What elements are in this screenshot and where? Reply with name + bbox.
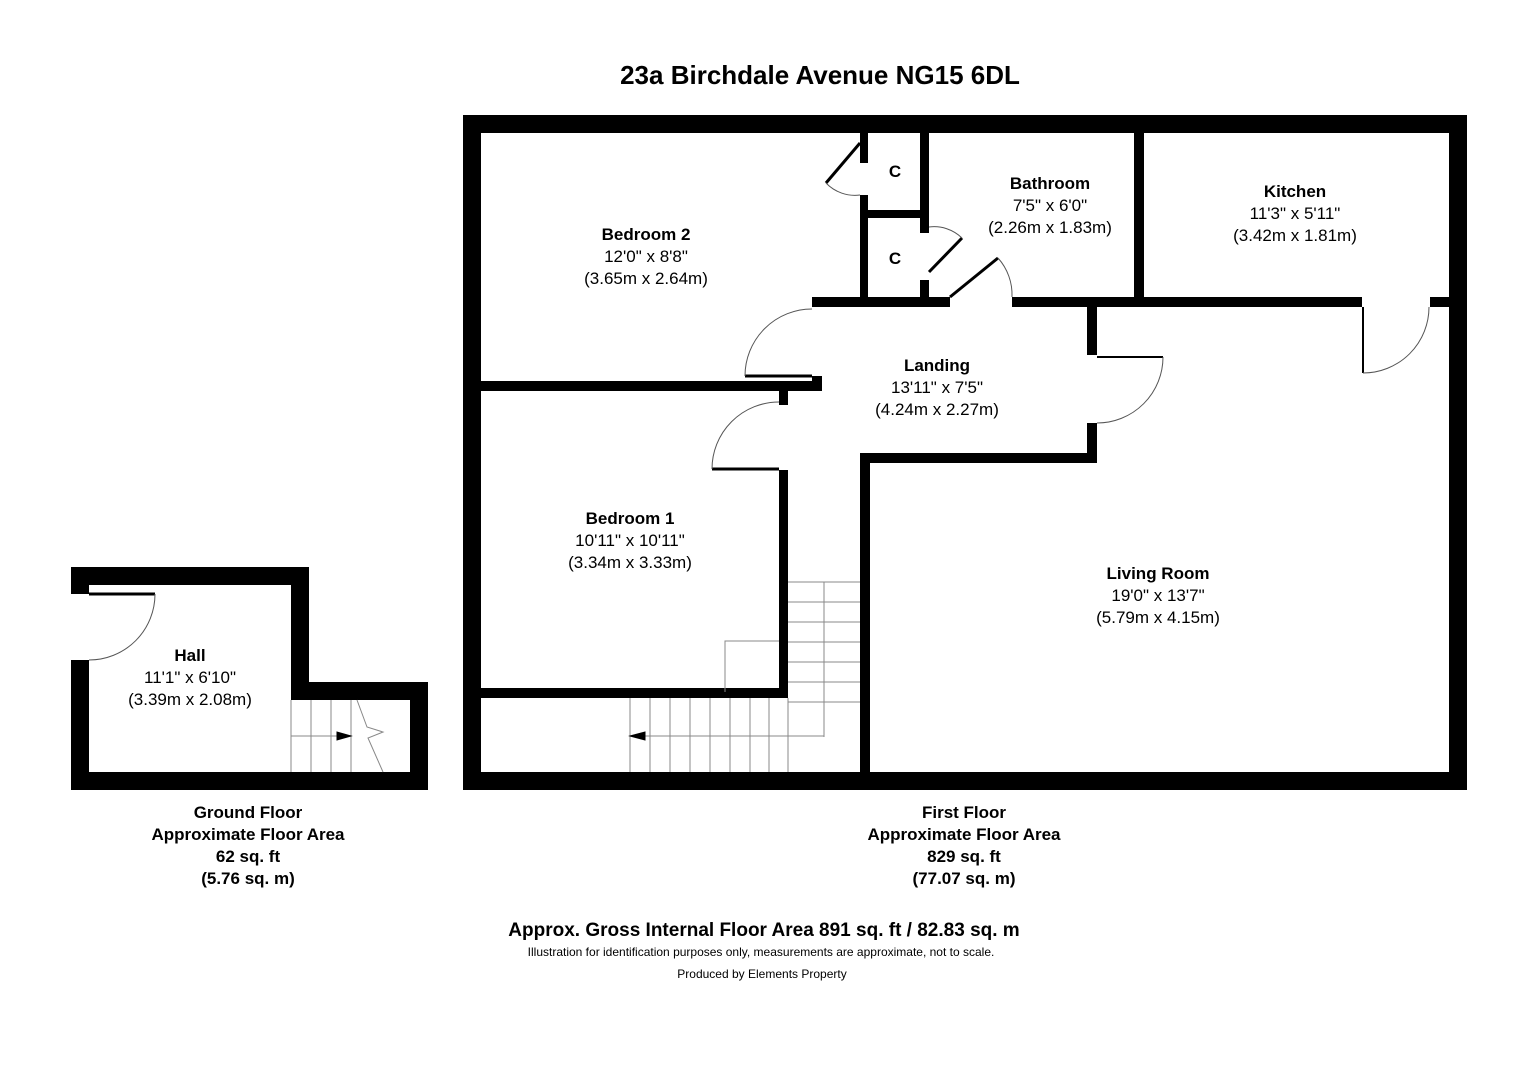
ground-floor-walls (71, 567, 428, 790)
room-dimensions-metric: (3.42m x 1.81m) (1233, 226, 1357, 245)
floor-name: First Floor (921, 803, 1007, 822)
floor-area-metric: (77.07 sq. m) (912, 869, 1016, 888)
room-dimensions-metric: (5.79m x 4.15m) (1096, 608, 1220, 627)
room-dimensions-metric: (3.39m x 2.08m) (128, 690, 252, 709)
room-name: Bathroom (1009, 174, 1091, 193)
room-dimensions-metric: (2.26m x 1.83m) (988, 218, 1112, 237)
room-hall: Hall 11'1" x 6'10" (3.39m x 2.08m) (128, 645, 252, 711)
room-bathroom: Bathroom 7'5" x 6'0" (2.26m x 1.83m) (988, 173, 1112, 239)
room-dimensions-imperial: 19'0" x 13'7" (1111, 586, 1205, 605)
closet-label-upper: C (888, 162, 902, 181)
ground-floor-summary: Ground Floor Approximate Floor Area 62 s… (151, 802, 344, 890)
floor-caption: Approximate Floor Area (151, 825, 345, 844)
ground-floor-stairs (290, 699, 385, 773)
room-name: Kitchen (1263, 182, 1327, 201)
producer-credit: Produced by Elements Property (677, 967, 847, 981)
disclaimer-text: Illustration for identification purposes… (527, 945, 995, 959)
floor-caption: Approximate Floor Area (867, 825, 1061, 844)
room-landing: Landing 13'11" x 7'5" (4.24m x 2.27m) (875, 355, 999, 421)
room-name: Bedroom 2 (601, 225, 691, 244)
room-dimensions-metric: (3.34m x 3.33m) (568, 553, 692, 572)
room-name: Living Room (1106, 564, 1210, 583)
first-floor-summary: First Floor Approximate Floor Area 829 s… (867, 802, 1060, 890)
room-dimensions-imperial: 11'1" x 6'10" (144, 668, 236, 687)
room-dimensions-imperial: 11'3" x 5'11" (1249, 204, 1341, 223)
room-bedroom-2: Bedroom 2 12'0" x 8'8" (3.65m x 2.64m) (584, 224, 708, 290)
floor-area-metric: (5.76 sq. m) (201, 869, 295, 888)
floor-name: Ground Floor (193, 803, 303, 822)
room-dimensions-imperial: 12'0" x 8'8" (604, 247, 688, 266)
room-dimensions-imperial: 10'11" x 10'11" (575, 531, 685, 550)
gross-floor-area: Approx. Gross Internal Floor Area 891 sq… (508, 920, 1020, 941)
property-title: 23a Birchdale Avenue NG15 6DL (620, 60, 1020, 90)
closet-label-lower: C (888, 249, 902, 268)
room-dimensions-imperial: 7'5" x 6'0" (1012, 196, 1088, 215)
ground-floor-door (88, 592, 156, 661)
room-name: Bedroom 1 (585, 509, 675, 528)
first-floor-doors (711, 142, 1430, 471)
floor-area-imperial: 829 sq. ft (927, 847, 1001, 866)
floor-area-imperial: 62 sq. ft (215, 847, 281, 866)
room-dimensions-metric: (3.65m x 2.64m) (584, 269, 708, 288)
room-dimensions-imperial: 13'11" x 7'5" (891, 378, 983, 397)
room-name: Landing (903, 356, 971, 375)
room-name: Hall (174, 646, 206, 665)
first-floor-walls (463, 115, 1467, 790)
first-floor-stairs (628, 581, 860, 772)
room-kitchen: Kitchen 11'3" x 5'11" (3.42m x 1.81m) (1233, 181, 1357, 247)
room-dimensions-metric: (4.24m x 2.27m) (875, 400, 999, 419)
room-living-room: Living Room 19'0" x 13'7" (5.79m x 4.15m… (1096, 563, 1220, 629)
room-bedroom-1: Bedroom 1 10'11" x 10'11" (3.34m x 3.33m… (568, 508, 692, 574)
